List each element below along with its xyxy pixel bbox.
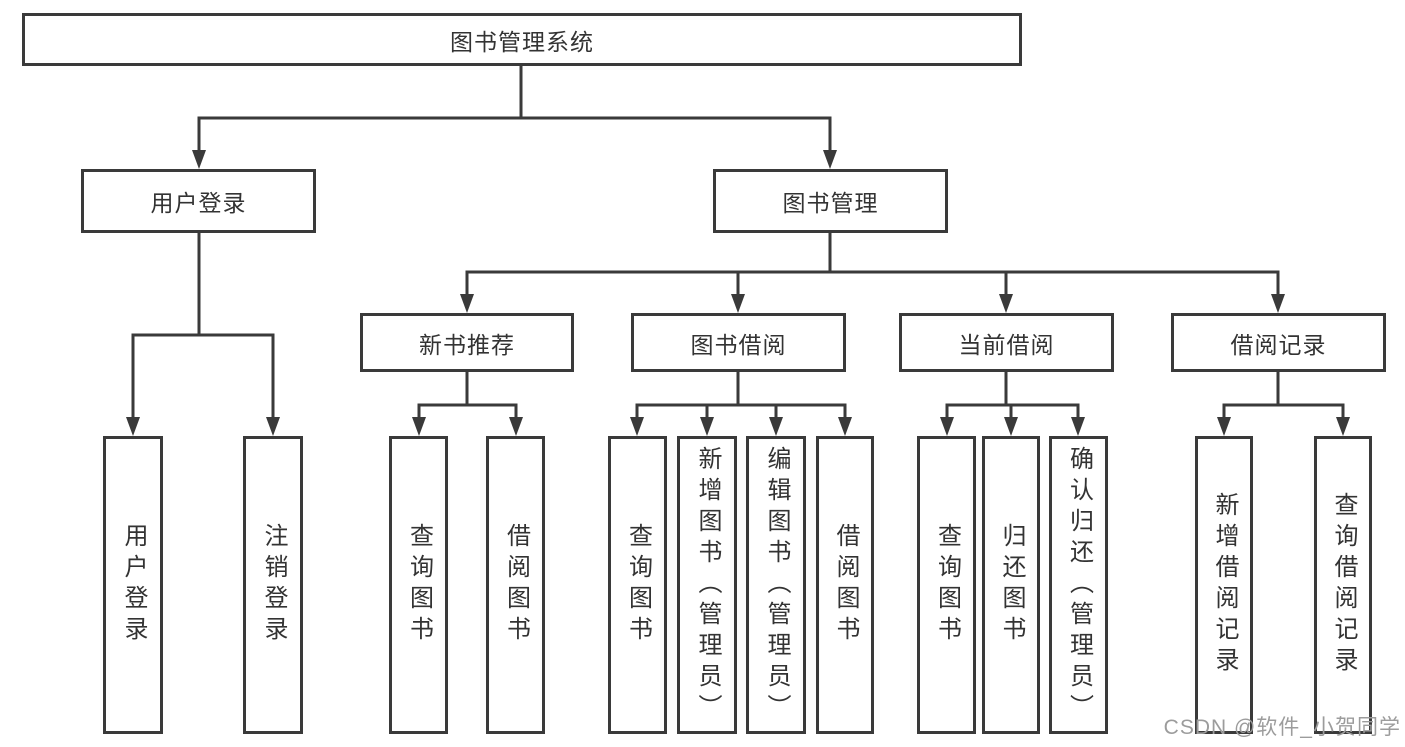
node-book-borrowing-label: 图书借阅	[690, 331, 787, 358]
leaf-query-books-current-label: 查询图书	[933, 523, 961, 647]
node-user-login-branch: 用户登录	[81, 169, 316, 233]
leaf-edit-books-admin-label: 编辑图书（管理员）	[763, 445, 790, 725]
leaf-query-books-borrowing-label: 查询图书	[624, 523, 652, 647]
tree-edges	[131, 64, 1345, 421]
node-book-management-branch: 图书管理	[713, 169, 948, 233]
leaf-query-borrow-record: 查询借阅记录	[1314, 436, 1372, 734]
leaf-borrow-books-recommend: 借阅图书	[486, 436, 545, 734]
node-borrowing-records-label: 借阅记录	[1230, 331, 1327, 358]
node-new-book-recommendation: 新书推荐	[360, 313, 574, 372]
leaf-query-books-recommend: 查询图书	[389, 436, 448, 734]
leaf-confirm-return-admin: 确认归还（管理员）	[1049, 436, 1108, 734]
csdn-watermark: CSDN @软件_小贺同学	[1163, 716, 1401, 739]
leaf-logout-label: 注销登录	[260, 523, 287, 647]
leaf-edit-books-admin: 编辑图书（管理员）	[746, 436, 806, 734]
leaf-user-login: 用户登录	[103, 436, 163, 734]
leaf-borrow-books-recommend-label: 借阅图书	[502, 523, 530, 647]
leaf-add-books-admin: 新增图书（管理员）	[677, 436, 737, 734]
node-borrowing-records: 借阅记录	[1171, 313, 1386, 372]
node-root: 图书管理系统	[22, 13, 1022, 66]
leaf-confirm-return-admin-label: 确认归还（管理员）	[1065, 445, 1093, 725]
node-book-borrowing: 图书借阅	[631, 313, 846, 372]
leaf-borrow-books-label: 借阅图书	[832, 523, 859, 647]
node-new-book-recommendation-label: 新书推荐	[419, 331, 515, 358]
leaf-query-books-current: 查询图书	[917, 436, 976, 734]
leaf-return-books: 归还图书	[982, 436, 1040, 734]
leaf-add-borrow-record: 新增借阅记录	[1195, 436, 1253, 734]
node-current-borrowing: 当前借阅	[899, 313, 1114, 372]
node-user-login-branch-label: 用户登录	[150, 190, 247, 216]
leaf-logout: 注销登录	[243, 436, 303, 734]
node-root-label: 图书管理系统	[450, 28, 594, 55]
leaf-borrow-books: 借阅图书	[816, 436, 874, 734]
leaf-query-books-borrowing: 查询图书	[608, 436, 667, 734]
node-current-borrowing-label: 当前借阅	[958, 331, 1055, 358]
leaf-add-borrow-record-label: 新增借阅记录	[1211, 492, 1238, 678]
leaf-query-books-recommend-label: 查询图书	[405, 523, 433, 647]
leaf-add-books-admin-label: 新增图书（管理员）	[694, 445, 721, 725]
node-book-management-branch-label: 图书管理	[782, 190, 879, 216]
leaf-user-login-label: 用户登录	[120, 523, 147, 647]
leaf-return-books-label: 归还图书	[998, 523, 1025, 647]
leaf-query-borrow-record-label: 查询借阅记录	[1330, 492, 1357, 678]
